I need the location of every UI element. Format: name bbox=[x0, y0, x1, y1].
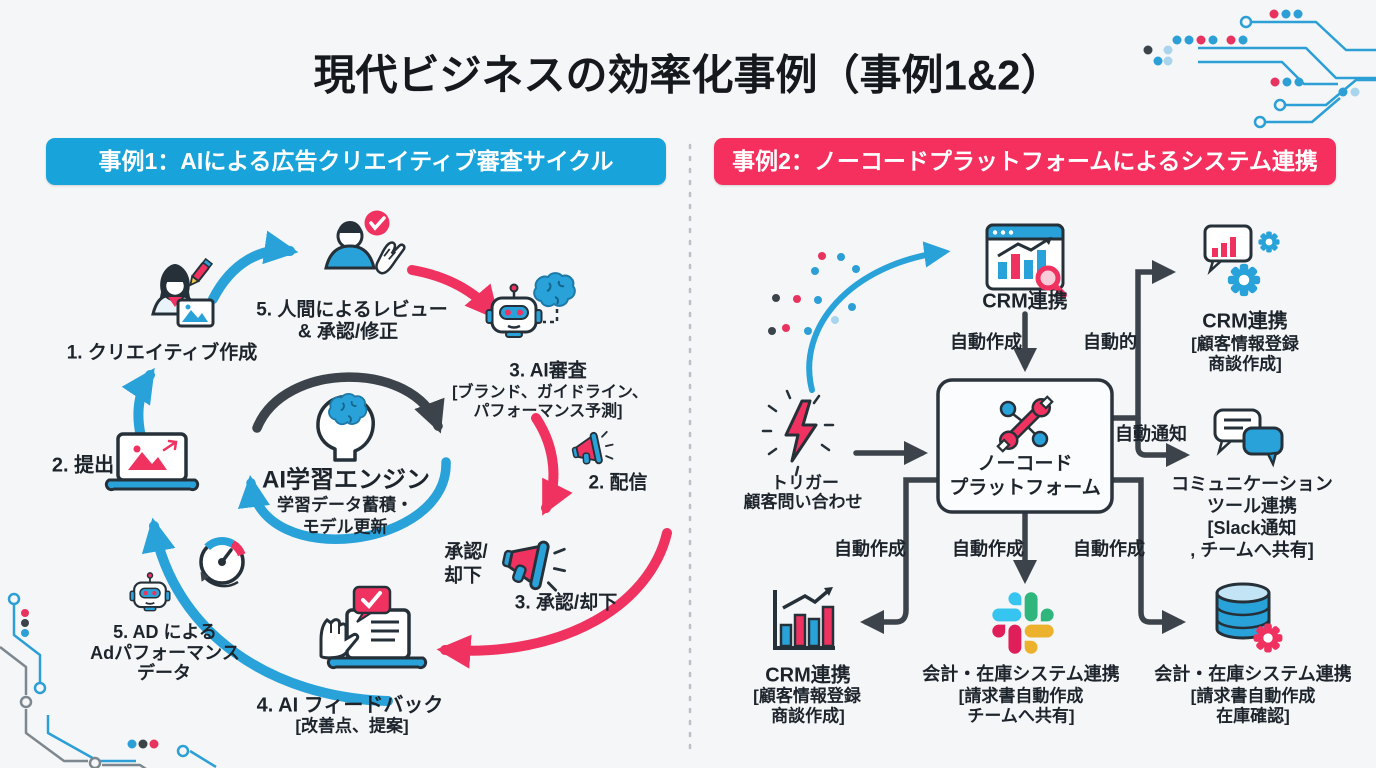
label-ai-review-1: 3. AI審査 bbox=[509, 360, 587, 382]
label-engine-sub2: モデル更新 bbox=[302, 517, 388, 537]
ad-robot-icon bbox=[129, 571, 171, 612]
image-icon bbox=[176, 298, 215, 328]
label-trigger-2: 顧客問い合わせ bbox=[743, 492, 863, 512]
ai-review-robot-icon bbox=[485, 272, 576, 339]
label-acct-mid-2: [請求書自動作成 bbox=[958, 686, 1084, 706]
wrench-icon bbox=[996, 395, 1054, 453]
label-trigger-1: トリガー bbox=[771, 473, 839, 493]
check-badge-icon bbox=[364, 210, 390, 236]
cycle-arrow-reject-to-feedback bbox=[436, 528, 672, 669]
label-acct-mid-1: 会計・在庫システム連携 bbox=[922, 664, 1120, 684]
label-acct-right-1: 会計・在庫システム連携 bbox=[1154, 664, 1352, 684]
trigger-bolt-icon bbox=[761, 389, 835, 477]
circuit-decor-bottom-left bbox=[0, 592, 217, 768]
inner-cycle-arrow-top bbox=[252, 372, 445, 434]
connector-hub-to-crmright bbox=[1109, 272, 1170, 421]
circuit-decor-top-right bbox=[1143, 9, 1376, 129]
label-comm-3: [Slack通知 bbox=[1207, 518, 1297, 538]
label-hub-1: ノーコード bbox=[977, 453, 1073, 475]
feedback-laptop-icon bbox=[319, 585, 428, 670]
connector-hub-to-comm bbox=[1135, 415, 1191, 468]
page-title: 現代ビジネスの効率化事例（事例1&2） bbox=[313, 51, 1063, 99]
label-human-review-2: & 承認/修正 bbox=[297, 321, 399, 343]
label-submit: 2. 提出 bbox=[51, 454, 115, 477]
edge-label-auto-create-br: 自動作成 bbox=[1073, 539, 1145, 559]
label-comm-1: コミュニケーション bbox=[1171, 474, 1333, 494]
slack-icon bbox=[992, 592, 1054, 654]
label-crm-top: CRM連携 bbox=[982, 290, 1068, 313]
label-hub-2: プラットフォーム bbox=[949, 477, 1101, 499]
edge-label-auto-right-top: 自動的 bbox=[1083, 332, 1137, 352]
label-human-review-1: 5. 人間によるレビュー bbox=[256, 299, 448, 321]
cycle-arrow-feedback-to-addata bbox=[141, 517, 393, 706]
cycle-arrow-review-to-aireview bbox=[407, 265, 500, 321]
edge-label-auto-create-top: 自動作成 bbox=[950, 332, 1022, 352]
label-creative: 1. クリエイティブ作成 bbox=[66, 342, 258, 364]
label-acct-right-3: 在庫確認] bbox=[1216, 706, 1290, 726]
cycle-arrow-aireview-to-delivery bbox=[531, 413, 573, 516]
creator-icon bbox=[151, 257, 215, 328]
label-comm-2: ツール連携 bbox=[1207, 496, 1297, 516]
crm-gears-icon bbox=[1203, 224, 1280, 297]
pencil-icon bbox=[189, 257, 214, 287]
label-feedback-1: 4. AI フィードバック bbox=[256, 694, 444, 717]
dots-decor bbox=[768, 252, 860, 335]
edge-label-auto-notify: 自動通知 bbox=[1115, 424, 1187, 444]
label-approve-reject-small-2: 却下 bbox=[443, 565, 483, 587]
chat-bubbles-icon bbox=[1213, 408, 1284, 468]
nocode-hub-box bbox=[936, 378, 1114, 514]
edge-label-auto-create-bm: 自動作成 bbox=[952, 539, 1024, 559]
learning-head-icon bbox=[316, 392, 375, 462]
delivery-megaphone-icon bbox=[569, 428, 617, 470]
inner-cycle-arrow-bottom bbox=[237, 457, 451, 544]
label-acct-right-2: [請求書自動作成 bbox=[1190, 686, 1316, 706]
hand-icon bbox=[375, 241, 406, 275]
label-delivery: 2. 配信 bbox=[588, 472, 648, 494]
label-ad-data-1: 5. AD による bbox=[113, 622, 217, 642]
label-comm-4: , チームへ共有] bbox=[1190, 540, 1314, 560]
connector-hub-to-crmbottom bbox=[859, 477, 941, 635]
label-crm-right-1: CRM連携 bbox=[1202, 310, 1288, 333]
label-approve-reject-small-1: 承認/ bbox=[444, 541, 488, 563]
case2-header: 事例2：ノーコードプラットフォームによるシステム連携 bbox=[714, 138, 1336, 185]
human-review-icon bbox=[324, 210, 406, 275]
brain-icon bbox=[533, 272, 576, 308]
gauge-icon bbox=[199, 537, 246, 588]
label-ai-review-3: パフォーマンス予測] bbox=[473, 403, 623, 420]
label-crm-right-2: [顧客情報登録 bbox=[1191, 334, 1299, 354]
label-crm-bottom-1: CRM連携 bbox=[765, 664, 851, 687]
cycle-arrow-creative-to-review bbox=[208, 230, 299, 304]
cycle-arrow-submit-to-creative bbox=[121, 367, 155, 442]
crm-browser-icon bbox=[985, 223, 1067, 298]
edge-label-auto-create-bl: 自動作成 bbox=[834, 539, 906, 559]
submit-laptop-icon bbox=[104, 432, 200, 492]
label-ai-review-2: [ブランド、ガイドライン、 bbox=[452, 384, 648, 401]
approval-megaphone-icon bbox=[497, 533, 571, 596]
label-crm-bottom-2: [顧客情報登録 bbox=[753, 686, 861, 706]
label-feedback-2: [改善点、提案] bbox=[295, 716, 409, 736]
magnifier-icon bbox=[1035, 265, 1067, 298]
database-gear-icon bbox=[1215, 582, 1283, 653]
label-engine-title: AI学習エンジン bbox=[262, 466, 430, 494]
hand-icon bbox=[319, 618, 360, 660]
label-engine-sub1: 学習データ蓄積・ bbox=[277, 495, 413, 515]
label-crm-bottom-3: 商談作成] bbox=[771, 706, 845, 726]
bar-chart-icon bbox=[773, 587, 835, 650]
connector-trigger-to-crmtop bbox=[806, 241, 951, 393]
label-crm-right-3: 商談作成] bbox=[1208, 354, 1282, 374]
connector-hub-to-acctright bbox=[1109, 477, 1187, 635]
nocode-wrench-icon bbox=[996, 395, 1054, 453]
case1-header: 事例1：AIによる広告クリエイティブ審査サイクル bbox=[46, 138, 666, 185]
label-ad-data-2: Adパフォーマンス bbox=[90, 643, 240, 663]
label-ad-data-3: データ bbox=[137, 663, 191, 683]
label-approve-reject: 3. 承認/却下 bbox=[514, 592, 618, 614]
check-bubble-icon bbox=[352, 585, 392, 623]
label-acct-mid-3: チームへ共有] bbox=[967, 706, 1075, 726]
